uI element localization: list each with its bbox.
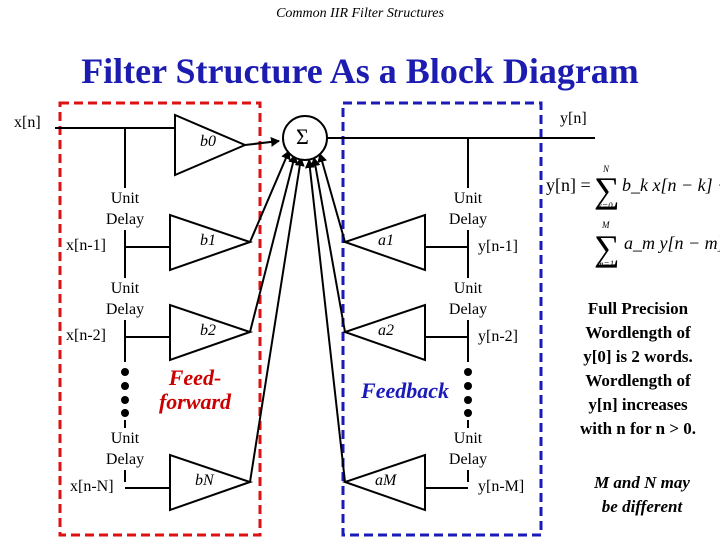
- y1-signal-label: y[n-1]: [478, 238, 518, 256]
- x-ellipsis-dot: [121, 368, 129, 376]
- y-ellipsis-dot: [464, 409, 472, 417]
- x-ellipsis-dot: [121, 382, 129, 390]
- equation-sum1-upper: N: [603, 164, 610, 174]
- a2-multiplier: [341, 303, 426, 362]
- feedforward-region-label: Feed- forward: [158, 365, 232, 414]
- a1-multiplier: [341, 213, 426, 272]
- yM-signal-label: y[n-M]: [478, 478, 525, 496]
- output-label: y[n]: [560, 110, 587, 127]
- y-ellipsis-dot: [464, 382, 472, 390]
- a1-to-sum-line: [317, 153, 346, 243]
- a2-label: a2: [378, 322, 394, 339]
- equation-term1: b_k x[n − k] +: [622, 175, 720, 195]
- equation-sum-sign-1: ∑: [594, 170, 620, 210]
- equation-sum-sign-2: ∑: [594, 228, 620, 268]
- bN-multiplier: [169, 453, 254, 512]
- y-ellipsis-dot: [464, 396, 472, 404]
- precision-note: Full Precision Wordlength of y[0] is 2 w…: [579, 299, 697, 438]
- b1-to-sum-line: [249, 150, 291, 243]
- b1-label: b1: [200, 232, 216, 249]
- unit-delay-x2: Unit Delay: [95, 278, 155, 320]
- feedforward-region-box: [58, 101, 262, 537]
- aM-multiplier: [341, 453, 426, 512]
- bN-to-sum-line: [249, 157, 305, 483]
- x2-signal-label: x[n-2]: [66, 327, 106, 345]
- b1-multiplier: [169, 213, 254, 272]
- equation-sum2-upper: M: [602, 220, 610, 230]
- different-lengths-note: M and N may be different: [594, 473, 690, 516]
- b0-label: b0: [200, 133, 216, 150]
- aM-to-sum-line: [304, 159, 346, 483]
- unit-delay-y2: Unit Delay: [438, 278, 498, 320]
- sum-symbol: Σ: [296, 124, 309, 149]
- slide-title: Filter Structure As a Block Diagram: [81, 51, 639, 91]
- b2-multiplier: [169, 303, 254, 362]
- input-label: x[n]: [14, 114, 41, 131]
- x1-signal-label: x[n-1]: [66, 237, 106, 255]
- x-ellipsis-dot: [121, 396, 129, 404]
- unit-delay-x1: Unit Delay: [95, 188, 155, 230]
- equation-lhs: y[n] =: [546, 175, 591, 195]
- unit-delay-yM: Unit Delay: [438, 428, 498, 470]
- unit-delay-xN: Unit Delay: [95, 428, 155, 470]
- b0-to-sum-line: [244, 136, 280, 147]
- b2-label: b2: [200, 322, 216, 339]
- b2-to-sum-line: [249, 154, 298, 333]
- bN-label: bN: [195, 472, 214, 489]
- a2-to-sum-line: [310, 157, 346, 333]
- xN-signal-label: x[n-N]: [70, 478, 114, 496]
- aM-label: aM: [375, 472, 397, 489]
- x-ellipsis-dot: [121, 409, 129, 417]
- slide-header: Common IIR Filter Structures: [276, 6, 444, 21]
- feedback-region-label: Feedback: [350, 379, 460, 403]
- a1-label: a1: [378, 232, 394, 249]
- unit-delay-y1: Unit Delay: [438, 188, 498, 230]
- y2-signal-label: y[n-2]: [478, 328, 518, 346]
- b0-multiplier: [174, 113, 248, 177]
- equation-sum1-lower: k=0: [598, 201, 613, 211]
- y-ellipsis-dot: [464, 368, 472, 376]
- equation-sum2-lower: m=1: [597, 259, 615, 269]
- equation-term2: a_m y[n − m]: [624, 233, 720, 253]
